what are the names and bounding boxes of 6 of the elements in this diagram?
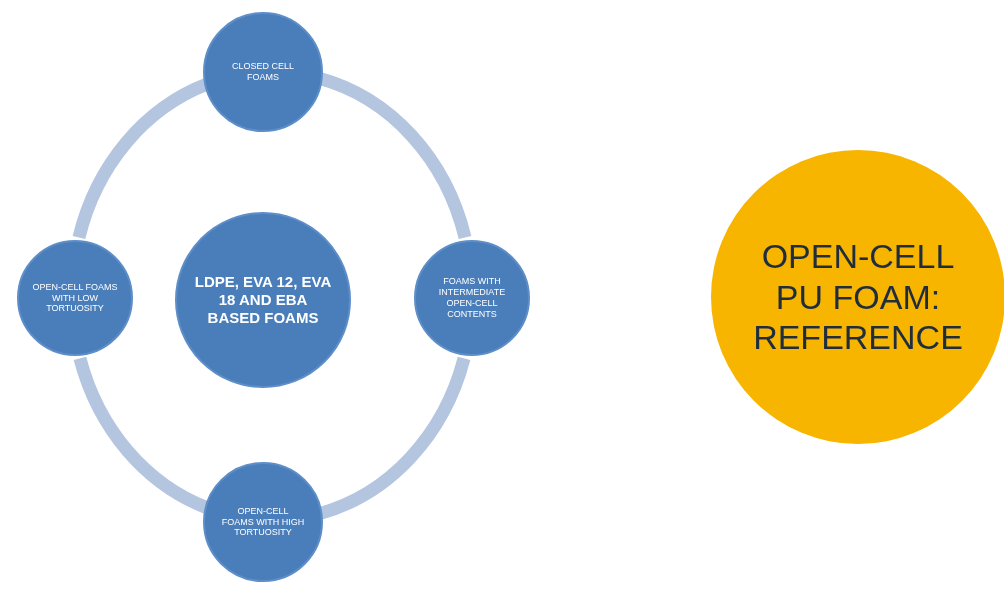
node-label: LDPE, EVA 12, EVA 18 AND EBA BASED FOAMS: [193, 273, 333, 327]
node-label: CLOSED CELL FOAMS: [231, 61, 295, 83]
node-label: OPEN-CELL FOAMS WITH HIGH TORTUOSITY: [221, 505, 305, 539]
node-label: OPEN-CELL FOAMS WITH LOW TORTUOSITY: [31, 281, 119, 315]
node-label: OPEN-CELL PU FOAM: REFERENCE: [752, 235, 964, 359]
node-label: FOAMS WITH INTERMEDIATE OPEN-CELL CONTENTS: [437, 276, 507, 320]
